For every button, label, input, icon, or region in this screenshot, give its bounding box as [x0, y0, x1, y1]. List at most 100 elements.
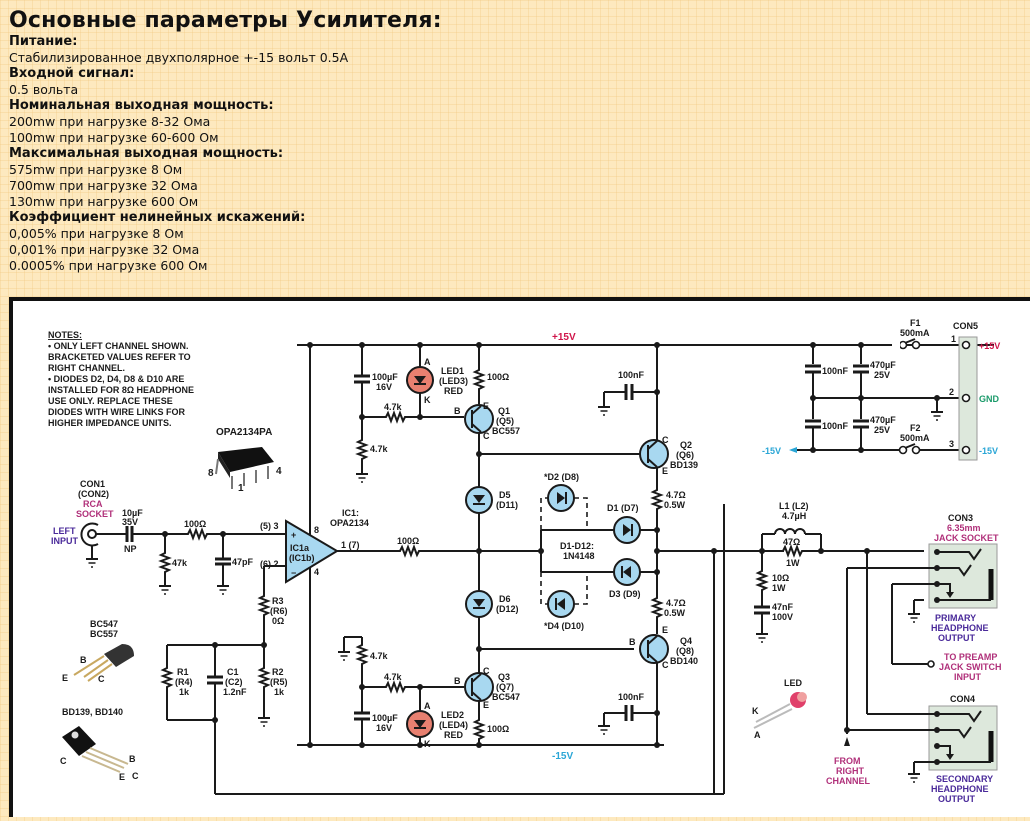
component-label: (C2) — [225, 677, 243, 687]
con5-pos-label: +15V — [979, 341, 1000, 351]
component-label: 1k — [274, 687, 285, 697]
output-filter: L1 (L2) 4.7µH 47Ω 1W 10Ω 1W 47nF 100V — [711, 501, 924, 794]
opamp-name: (IC1b) — [289, 553, 315, 563]
right-channel-label: FROM — [834, 756, 861, 766]
resistor-value: 1W — [786, 558, 800, 568]
svg-text:E: E — [662, 625, 668, 635]
con5-label: CON5 — [953, 321, 978, 331]
left-input-label: LEFT — [53, 526, 76, 536]
svg-text:A: A — [424, 357, 431, 367]
led-label: (LED3) — [439, 376, 468, 386]
cap-value: 35V — [122, 517, 138, 527]
pin-label: E — [62, 673, 68, 683]
component-label: R2 — [272, 667, 284, 677]
pin-label: B — [129, 754, 136, 764]
q3-transistor-icon — [464, 672, 494, 702]
diode-label: (D11) — [496, 500, 518, 510]
cap-value: 100µF — [372, 713, 398, 723]
cap-value: 100V — [772, 612, 793, 622]
fuse-label: F1 — [910, 318, 921, 328]
fuse-label: F2 — [910, 423, 921, 433]
ic-label: IC1: — [342, 508, 359, 518]
spec-heading: Коэффициент нелинейных искажений: — [9, 210, 306, 225]
schematic-diagram: NOTES: • ONLY LEFT CHANNEL SHOWN. BRACKE… — [48, 318, 1002, 804]
transistor-label: Q4 — [680, 636, 692, 646]
transistor-label: Q1 — [498, 406, 510, 416]
right-channel-label: RIGHT — [836, 766, 865, 776]
pin-label: 2 — [949, 387, 954, 397]
inductor-label: 4.7µH — [782, 511, 806, 521]
diode-label: D6 — [499, 594, 511, 604]
svg-text:B: B — [629, 637, 636, 647]
notes-line: BRACKETED VALUES REFER TO — [48, 352, 191, 362]
svg-text:E: E — [483, 401, 489, 411]
component-label: R3 — [272, 596, 284, 606]
notes-line: INSTALLED FOR 8Ω HEADPHONE — [48, 385, 194, 395]
pin-label: C — [60, 756, 67, 766]
feedback-network: R3 (R6) 0Ω R1 (R4) 1k C1 (C2) 1.2nF R2 (… — [162, 504, 725, 795]
svg-text:E: E — [483, 700, 489, 710]
pin-label: (5) 3 — [260, 521, 279, 531]
component-label: (R6) — [270, 606, 288, 616]
component-label: (R5) — [270, 677, 288, 687]
transistor-label: Q3 — [498, 672, 510, 682]
svg-text:C: C — [483, 666, 490, 676]
socket-label: SOCKET — [76, 509, 114, 519]
cap-value: 47pF — [232, 557, 254, 567]
svg-text:K: K — [424, 739, 431, 749]
specs-title: Основные параметры Усилителя: — [9, 8, 442, 33]
svg-text:+: + — [291, 530, 296, 540]
svg-text:K: K — [424, 395, 431, 405]
cap-value: 16V — [376, 382, 392, 392]
pin-label: A — [754, 730, 761, 740]
con5-neg-label: -15V — [979, 446, 998, 456]
rca-label: RCA — [83, 499, 103, 509]
led-label: RED — [444, 730, 464, 740]
resistor-value: 4.7k — [384, 402, 403, 412]
resistor-value: 4.7Ω — [666, 490, 686, 500]
component-label: C1 — [227, 667, 239, 677]
svg-text:C: C — [483, 431, 490, 441]
spec-max-power: Максимальная выходная мощность: 575mw пр… — [9, 146, 609, 210]
transistor-label: (Q5) — [496, 416, 514, 426]
cap-value: 10µF — [122, 508, 143, 518]
cap-value: 100nF — [618, 692, 645, 702]
output-stage: 100nF CE Q2 (Q6) BD139 4.7Ω 0.5W 4.7Ω 0.… — [476, 342, 784, 748]
cap-value: NP — [124, 544, 137, 554]
component-label: 1.2nF — [223, 687, 247, 697]
diode-network: *D2 (D8) *D4 (D10) D1 (D7) D3 (D9) D1-D1… — [540, 472, 660, 631]
jack-socket-icon — [928, 543, 998, 609]
resistor-value: 100Ω — [397, 536, 419, 546]
resistor-value: 4.7k — [370, 444, 389, 454]
svg-text:B: B — [454, 406, 461, 416]
ic-label: OPA2134 — [330, 518, 369, 528]
opamp-name: IC1a — [290, 543, 310, 553]
svg-text:C: C — [662, 435, 669, 445]
left-input-label: INPUT — [51, 536, 79, 546]
fuse-label: 500mA — [900, 433, 930, 443]
resistor-value: 100Ω — [487, 724, 509, 734]
con2-label: (CON2) — [78, 489, 109, 499]
transistor-label: BC547 — [492, 692, 520, 702]
con3-caption: OUTPUT — [938, 633, 976, 643]
led-label: LED2 — [441, 710, 464, 720]
resistor-value: 0.5W — [664, 500, 686, 510]
led-label: RED — [444, 386, 464, 396]
resistor-value: 10Ω — [772, 573, 789, 583]
resistor-value: 4.7k — [370, 651, 389, 661]
transistor-label: Q2 — [680, 440, 692, 450]
con3-type: JACK SOCKET — [934, 533, 999, 543]
spec-value: 130mw при нагрузке 600 Ом — [9, 194, 199, 209]
component-label: (R4) — [175, 677, 193, 687]
power-supply: 100nF 100nF 470µF 25V 470µF 25V -15V F1 … — [762, 318, 1000, 461]
component-label: 1k — [179, 687, 190, 697]
preamp-terminal-icon — [927, 660, 935, 668]
ic-body-icon — [218, 447, 274, 472]
schematic-frame: NOTES: • ONLY LEFT CHANNEL SHOWN. BRACKE… — [9, 297, 1030, 817]
spec-heading: Питание: — [9, 34, 78, 49]
con4-caption: SECONDARY — [936, 774, 993, 784]
notes-title: NOTES: — [48, 330, 82, 340]
inductor-label: L1 (L2) — [779, 501, 809, 511]
pin-label: 8 — [314, 525, 319, 535]
notes-line: DIODES WITH WIRE LINKS FOR — [48, 407, 185, 417]
